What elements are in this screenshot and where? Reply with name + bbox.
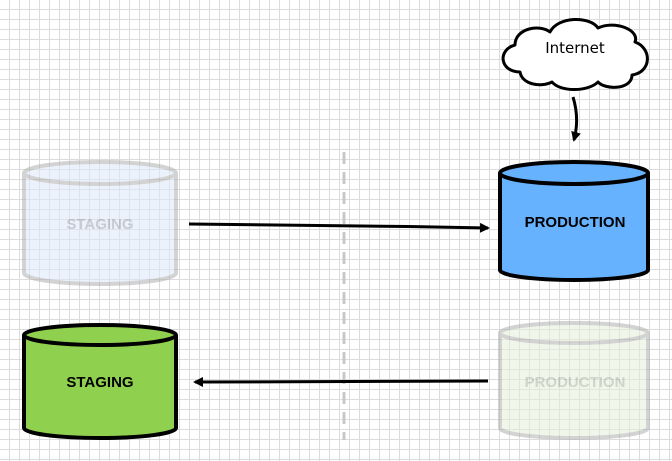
staging-label: STAGING <box>66 374 133 391</box>
staging-cylinder-faded: STAGING <box>22 160 178 286</box>
staging-faded-label: STAGING <box>66 216 133 233</box>
production-label: PRODUCTION <box>525 214 626 231</box>
production-cylinder: PRODUCTION <box>498 160 650 282</box>
internet-label: Internet <box>545 39 605 57</box>
staging-cylinder: STAGING <box>22 323 178 440</box>
deploy-arrow-right <box>188 222 490 233</box>
internet-cloud: Internet <box>501 17 649 91</box>
production-faded-label: PRODUCTION <box>525 374 626 391</box>
internet-arrow <box>571 96 581 142</box>
rollback-arrow-left <box>193 376 489 387</box>
production-cylinder-faded: PRODUCTION <box>498 321 650 440</box>
